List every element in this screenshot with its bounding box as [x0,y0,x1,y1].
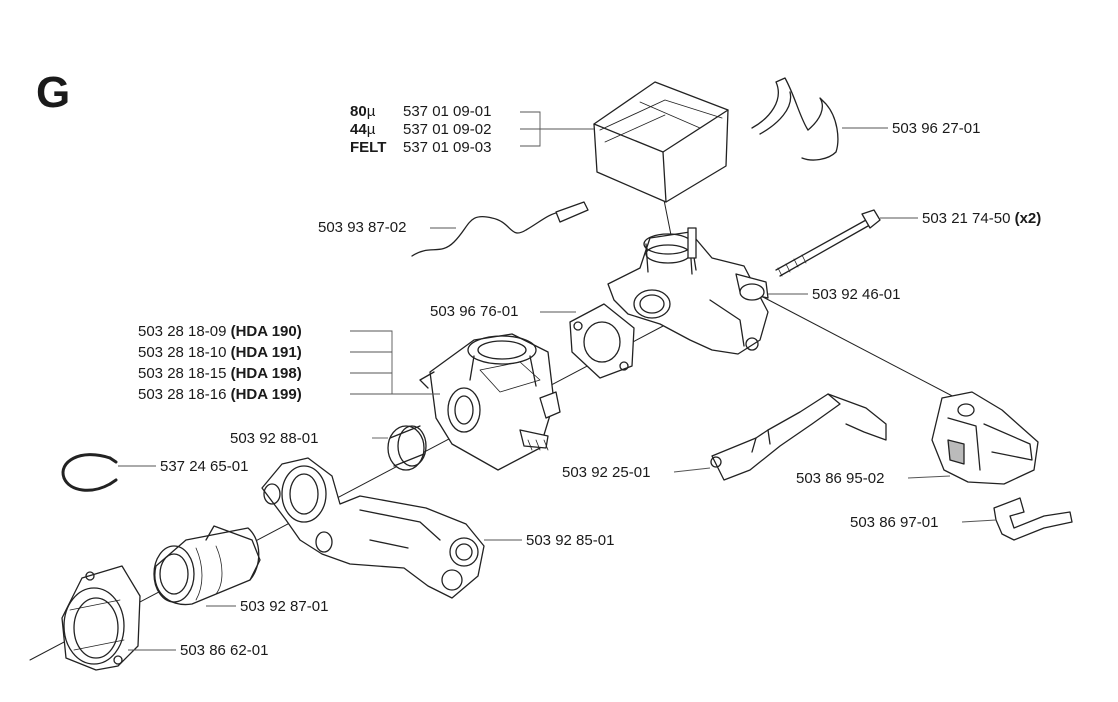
filter-label-row: 44µ [350,121,375,138]
flange-shape [61,565,141,671]
filter-axis-line [662,194,673,241]
label-side-cover: 503 86 95-02 [796,470,885,487]
clip-spring-shape [751,77,839,161]
gasket-shape [569,303,635,379]
filter-grade: 44 [350,121,367,138]
bolt-shape [775,209,881,277]
label-clip-spring: 503 96 27-01 [892,120,981,137]
wire-rod-shape [411,201,589,257]
filter-part-number: 537 01 09-02 [403,121,492,138]
carburetor-label-row: 503 28 18-09 (HDA 190) [138,323,302,340]
ring-seal-shape [387,425,427,471]
bolt-part-number: 503 21 74-50 [922,210,1011,227]
intake-manifold-shape [261,457,485,599]
carburetor-label-row: 503 28 18-15 (HDA 198) [138,365,302,382]
side-axis-line [739,284,961,401]
spring-plate-shape [993,497,1073,541]
adapter-housing-shape [607,227,769,355]
side-cover-shape [931,391,1039,485]
carburetor-model: (HDA 191) [230,344,302,361]
filter-label-row: 80µ [350,103,375,120]
throttle-link-shape [710,393,887,481]
air-filter-shape [593,81,729,203]
section-letter: G [36,68,71,117]
label-bushing: 503 92 46-01 [812,286,901,303]
carburetor-part-number: 503 28 18-16 [138,386,227,403]
carburetor-shape [419,333,561,471]
label-circlip: 537 24 65-01 [160,458,249,475]
carburetor-model: (HDA 190) [230,323,302,340]
label-bolt: 503 21 74-50 (x2) [922,210,1041,227]
label-gasket: 503 96 76-01 [430,303,519,320]
label-throttle-link: 503 92 25-01 [562,464,651,481]
circlip-shape [61,453,118,492]
filter-part-number: 537 01 09-01 [403,103,492,120]
filter-grade: FELT [350,139,387,156]
carburetor-model: (HDA 198) [230,365,302,382]
filter-grade-unit: µ [366,103,376,120]
label-rubber-boot: 503 92 87-01 [240,598,329,615]
label-spring-plate: 503 86 97-01 [850,514,939,531]
carburetor-model: (HDA 199) [230,386,302,403]
label-wire-rod: 503 93 87-02 [318,219,407,236]
carburetor-label-row: 503 28 18-10 (HDA 191) [138,344,302,361]
carburetor-part-number: 503 28 18-09 [138,323,227,340]
rubber-boot-shape [153,525,261,606]
carburetor-part-number: 503 28 18-10 [138,344,227,361]
leader-lines [118,111,997,651]
bolt-quantity: (x2) [1014,210,1042,227]
label-ring-seal: 503 92 88-01 [230,430,319,447]
label-flange: 503 86 62-01 [180,642,269,659]
label-intake-manifold: 503 92 85-01 [526,532,615,549]
carburetor-part-number: 503 28 18-15 [138,365,227,382]
filter-label-row: FELT [350,139,386,156]
carburetor-label-row: 503 28 18-16 (HDA 199) [138,386,302,403]
filter-part-number: 537 01 09-03 [403,139,492,156]
filter-grade-unit: µ [366,121,376,138]
filter-grade: 80 [350,103,367,120]
